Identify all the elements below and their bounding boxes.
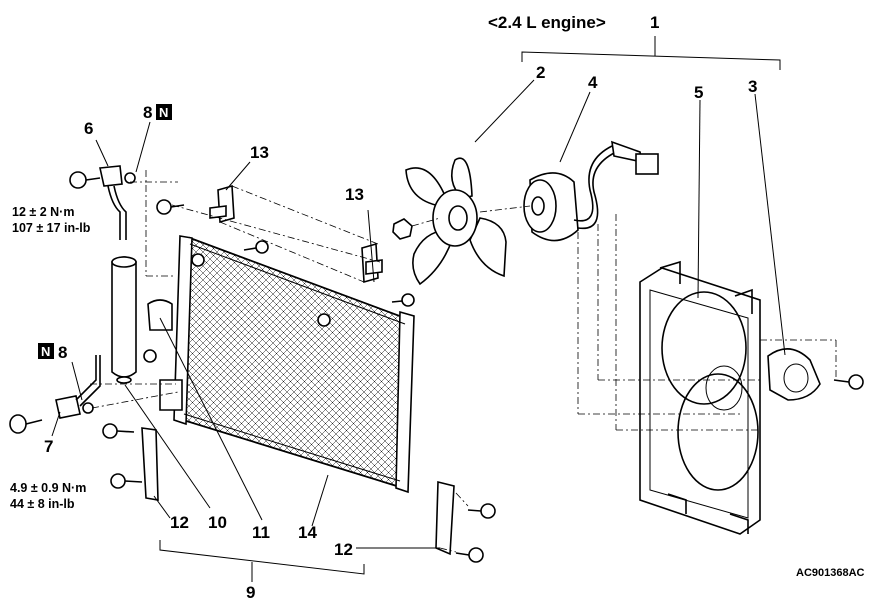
torque-lower-inlb: 44 ± 8 in-lb	[10, 497, 75, 511]
callout-11: 11	[252, 523, 270, 542]
leader-lines	[51, 79, 786, 549]
callout-12-right: 12	[334, 540, 353, 559]
fan-blade	[405, 157, 507, 286]
bolt-bracket-12-left-lower	[110, 473, 143, 489]
upper-bracket-13-right	[361, 242, 383, 284]
callout-13-left: 13	[250, 143, 269, 162]
bolt-condenser-right	[391, 293, 415, 307]
callout-4: 4	[588, 73, 598, 92]
callout-14: 14	[298, 523, 317, 542]
callout-2: 2	[536, 63, 545, 82]
callout-9: 9	[246, 583, 255, 602]
nut-fan-hub	[392, 218, 413, 240]
callout-7: 7	[44, 437, 53, 456]
new-part-badge-lower-text: N	[41, 344, 50, 359]
upper-bracket-13-left	[209, 184, 235, 224]
group-bracket-9	[159, 540, 365, 582]
group-bracket-1	[521, 36, 781, 70]
lower-bracket-12-left	[141, 427, 159, 501]
callout-10: 10	[208, 513, 227, 532]
bolt-drier-left	[143, 349, 157, 363]
new-part-badge-upper: N	[156, 104, 172, 120]
callout-13-right: 13	[345, 185, 364, 204]
lower-bracket-12-right	[435, 480, 455, 556]
nut-condenser-left	[191, 253, 205, 267]
callout-8-upper: 8	[143, 103, 152, 122]
receiver-drier	[111, 256, 137, 384]
condenser-core	[173, 235, 415, 494]
torque-lower-nm: 4.9 ± 0.9 N·m	[10, 481, 86, 495]
callout-5: 5	[694, 83, 703, 102]
callout-12-left: 12	[170, 513, 189, 532]
bolt-bracket-12-left-upper	[102, 423, 135, 439]
bolt-bracket-12-right-upper	[467, 503, 496, 519]
figure-reference: AC901368AC	[796, 567, 865, 579]
bolt-upper-pipe	[69, 171, 101, 189]
new-part-badge-upper-text: N	[159, 105, 168, 120]
upper-pipe-connector	[99, 165, 136, 240]
shroud-cover	[767, 348, 821, 401]
bolt-bracket-12-right-lower	[455, 547, 484, 563]
bolt-shroud-right	[833, 374, 864, 390]
torque-upper-nm: 12 ± 2 N·m	[12, 205, 74, 219]
fan-shroud	[639, 260, 761, 535]
torque-upper-inlb: 107 ± 17 in-lb	[12, 221, 91, 235]
callout-1: 1	[650, 13, 659, 32]
fan-motor	[523, 140, 659, 242]
callout-8-lower: 8	[58, 343, 67, 362]
engine-variant-label: <2.4 L engine>	[488, 13, 606, 32]
bolt-condenser-upper	[243, 240, 269, 254]
drier-bracket	[147, 299, 183, 411]
bolt-bracket-13-left	[156, 199, 185, 215]
lower-pipe-connector	[55, 355, 101, 419]
alignment-lines	[90, 170, 837, 553]
nut-condenser-mid	[317, 313, 331, 327]
callout-6: 6	[84, 119, 93, 138]
callout-3: 3	[748, 77, 757, 96]
bolt-lower-pipe	[9, 414, 43, 434]
new-part-badge-lower: N	[38, 343, 54, 359]
